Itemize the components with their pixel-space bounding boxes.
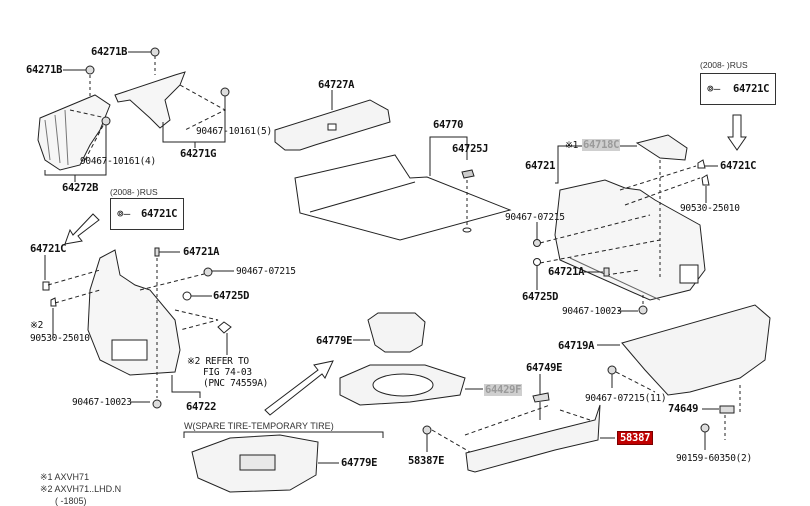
clip-icon: ⊚— bbox=[117, 207, 131, 220]
clip-58387E[interactable] bbox=[422, 425, 432, 435]
ref-box-left[interactable]: ⊚— 64721C bbox=[110, 198, 184, 230]
label-90467-07215-right[interactable]: 90467-07215 bbox=[505, 212, 565, 223]
label-64718C[interactable]: 64718C bbox=[582, 139, 621, 151]
refer-note-line3[interactable]: (PNC 74559A) bbox=[203, 378, 269, 389]
clip-90467-10023-left[interactable] bbox=[152, 399, 162, 409]
clip-90467-10161-left[interactable] bbox=[101, 116, 111, 126]
label-64721A-right[interactable]: 64721A bbox=[548, 266, 585, 278]
label-90467-10161-5[interactable]: 90467-10161(5) bbox=[196, 126, 272, 137]
note-mark-2: ※2 bbox=[30, 320, 44, 331]
label-90467-10023-right[interactable]: 90467-10023 bbox=[562, 306, 622, 317]
label-90530-25010-left[interactable]: 90530-25010 bbox=[30, 333, 90, 344]
clip-icon: ⊚— bbox=[707, 82, 721, 95]
spare-tire-tray-64779E[interactable] bbox=[191, 434, 319, 493]
label-64722[interactable]: 64722 bbox=[186, 401, 217, 413]
label-90467-10161-4[interactable]: 90467-10161(4) bbox=[80, 156, 156, 167]
luggage-floor-mat-64770[interactable] bbox=[294, 154, 512, 241]
label-64721C-left[interactable]: 64721C bbox=[30, 243, 67, 255]
ref-box-right[interactable]: ⊚— 64721C bbox=[700, 73, 776, 105]
pillar-trim-64271G[interactable] bbox=[114, 71, 186, 129]
package-tray-trim-64727A[interactable] bbox=[274, 99, 391, 151]
label-64779E-top[interactable]: 64779E bbox=[316, 335, 353, 347]
label-64749E[interactable]: 64749E bbox=[526, 362, 563, 374]
label-64770[interactable]: 64770 bbox=[433, 119, 464, 131]
arrow-spare-tire bbox=[264, 360, 334, 416]
clip-64271B-right[interactable] bbox=[150, 47, 160, 57]
arrow-left-ref bbox=[64, 213, 100, 245]
clip-90467-07215-right[interactable] bbox=[533, 239, 541, 247]
label-90530-25010-right[interactable]: 90530-25010 bbox=[680, 203, 740, 214]
spare-tire-group-title: W(SPARE TIRE-TEMPORARY TIRE) bbox=[184, 421, 334, 431]
label-64429F[interactable]: 64429F bbox=[484, 384, 523, 396]
clip-90467-10161-right[interactable] bbox=[220, 87, 230, 97]
label-64725D-left[interactable]: 64725D bbox=[213, 290, 250, 302]
footnote-3: ( -1805) bbox=[55, 496, 87, 506]
label-90467-07215-left[interactable]: 90467-07215 bbox=[236, 266, 296, 277]
quarter-trim-upper-left[interactable] bbox=[37, 94, 111, 171]
clip-64271B-left[interactable] bbox=[85, 65, 95, 75]
label-64727A[interactable]: 64727A bbox=[318, 79, 355, 91]
label-64725J[interactable]: 64725J bbox=[452, 143, 489, 155]
ref-box-right-header: (2008- )RUS bbox=[700, 60, 748, 70]
lock-74649[interactable] bbox=[719, 405, 735, 414]
clip-90467-07215-11[interactable] bbox=[607, 365, 617, 375]
label-58387-highlighted[interactable]: 58387 bbox=[617, 431, 654, 445]
label-64721[interactable]: 64721 bbox=[525, 160, 556, 172]
refer-note-line1: ※2 REFER TO bbox=[187, 356, 249, 367]
arrow-right-ref bbox=[727, 114, 747, 151]
label-90467-07215-11[interactable]: 90467-07215(11) bbox=[585, 393, 667, 404]
label-64721C-box-right[interactable]: 64721C bbox=[733, 83, 770, 95]
clip-90467-10023-right[interactable] bbox=[638, 305, 648, 315]
label-64721C-right[interactable]: 64721C bbox=[720, 160, 757, 172]
label-64272B[interactable]: 64272B bbox=[62, 182, 99, 194]
jack-holder-64779E[interactable] bbox=[367, 312, 426, 353]
label-64271G[interactable]: 64271G bbox=[180, 148, 217, 160]
label-64271B-right[interactable]: 64271B bbox=[91, 46, 128, 58]
label-90467-10023-left[interactable]: 90467-10023 bbox=[72, 397, 132, 408]
screw-64721A-left[interactable] bbox=[154, 247, 160, 257]
rear-sill-trim-58387[interactable] bbox=[465, 404, 601, 473]
clip-64749E[interactable] bbox=[532, 392, 550, 403]
clip-64725D-left[interactable] bbox=[182, 291, 192, 301]
label-90159-60350-2[interactable]: 90159-60350(2) bbox=[676, 453, 752, 464]
clip-64725J[interactable] bbox=[461, 169, 475, 179]
trim-cover-64718C[interactable] bbox=[635, 134, 688, 161]
label-64779E-bottom[interactable]: 64779E bbox=[341, 457, 378, 469]
screw-64721A-right[interactable] bbox=[603, 267, 610, 277]
refer-note-line2[interactable]: FIG 74-03 bbox=[203, 367, 252, 378]
footnote-1: ※1 AXVH71 bbox=[40, 472, 90, 482]
note-mark-1: ※1 bbox=[565, 140, 579, 151]
clip-64725D-right[interactable] bbox=[533, 258, 541, 266]
spare-tire-cover-64429F[interactable] bbox=[339, 364, 466, 406]
label-64721A-left[interactable]: 64721A bbox=[183, 246, 220, 258]
quarter-trim-right-64721[interactable] bbox=[554, 179, 706, 301]
clip-90467-07215-left[interactable] bbox=[203, 267, 213, 277]
trunk-lid-trim-64719A[interactable] bbox=[621, 304, 771, 396]
ref-box-left-header: (2008- )RUS bbox=[110, 187, 158, 197]
bolt-90159-60350[interactable] bbox=[700, 423, 710, 433]
label-74649[interactable]: 74649 bbox=[668, 403, 699, 415]
footnote-2: ※2 AXVH71..LHD.N bbox=[40, 484, 122, 494]
label-64719A[interactable]: 64719A bbox=[558, 340, 595, 352]
label-64721C-box-left[interactable]: 64721C bbox=[141, 208, 178, 220]
quarter-trim-left-64722[interactable] bbox=[87, 249, 181, 376]
label-58387E[interactable]: 58387E bbox=[408, 455, 445, 467]
label-64271B-left[interactable]: 64271B bbox=[26, 64, 63, 76]
label-64725D-right[interactable]: 64725D bbox=[522, 291, 559, 303]
